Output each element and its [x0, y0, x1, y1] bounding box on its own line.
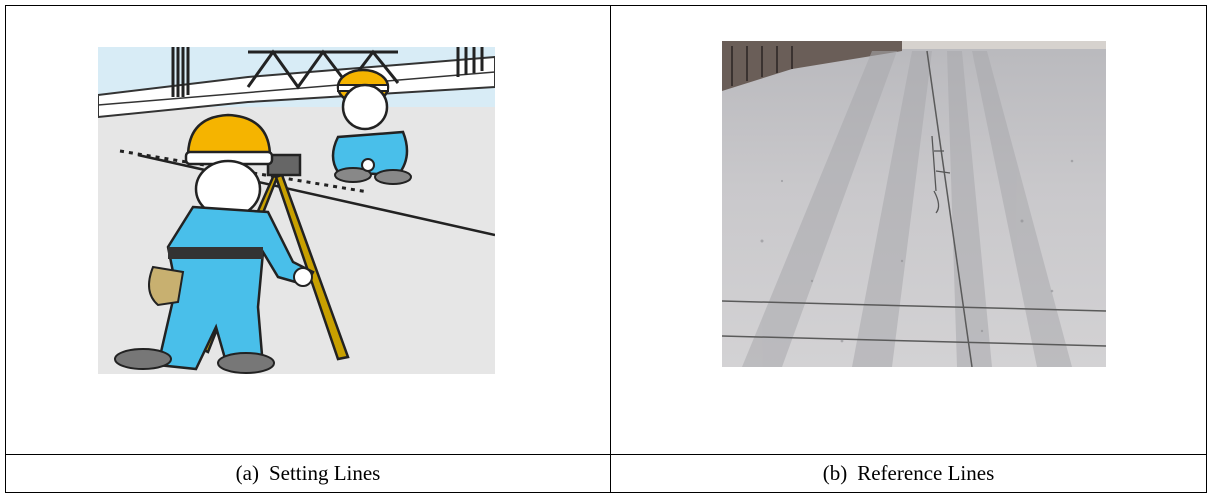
concrete-slab-photo — [722, 41, 1106, 367]
figure-a-marker: (a) — [235, 461, 259, 485]
figure-a-caption: (a) Setting Lines — [5, 454, 611, 493]
figure-b-marker: (b) — [822, 461, 848, 485]
figure-a-image-cell — [5, 5, 611, 455]
figure-table: (a) Setting Lines (b) Reference Lines — [5, 5, 1207, 493]
figure-b-image-cell — [610, 5, 1207, 455]
figure-b-caption-text: Reference Lines — [857, 461, 995, 485]
surveyor-illustration — [98, 47, 495, 374]
figure-b-caption: (b) Reference Lines — [610, 454, 1207, 493]
figure-a-caption-text: Setting Lines — [268, 461, 381, 485]
